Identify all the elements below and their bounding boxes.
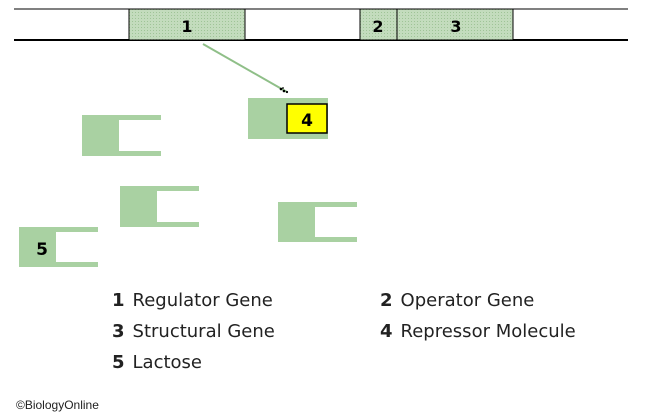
- regulator-gene-segment: 1: [128, 8, 246, 41]
- lactose-molecule: [278, 202, 357, 242]
- arrow-head-icon: [279, 87, 289, 94]
- legend-text: Operator Gene: [400, 290, 535, 311]
- lactose-number: 5: [36, 240, 48, 260]
- legend-item-operator-gene: 2 Operator Gene: [380, 290, 534, 311]
- legend-item-lactose: 5 Lactose: [112, 352, 202, 373]
- lac-operon-diagram: 1 2 3 4 5: [14, 8, 628, 267]
- repressor-label-box: [286, 103, 328, 134]
- structural-gene-segment: 3: [396, 8, 514, 41]
- legend-item-repressor-molecule: 4 Repressor Molecule: [380, 321, 576, 342]
- repressor-number: 4: [301, 111, 313, 131]
- legend-text: Repressor Molecule: [400, 321, 576, 342]
- copyright-notice: ©BiologyOnline: [16, 398, 99, 412]
- repressor-molecule: 4: [248, 98, 328, 139]
- expression-arrow: [202, 43, 288, 93]
- legend-number: 5: [112, 352, 125, 373]
- operator-gene-number: 2: [372, 17, 383, 36]
- structural-gene-number: 3: [450, 17, 461, 36]
- legend-text: Lactose: [132, 352, 203, 373]
- lactose-molecule: [82, 115, 161, 156]
- legend-number: 4: [380, 321, 393, 342]
- lactose-molecule: [120, 186, 199, 227]
- legend-text: Structural Gene: [132, 321, 275, 342]
- legend-number: 3: [112, 321, 125, 342]
- operator-gene-segment: 2: [359, 8, 398, 41]
- regulator-gene-number: 1: [181, 17, 192, 36]
- legend-text: Regulator Gene: [132, 290, 273, 311]
- legend-item-structural-gene: 3 Structural Gene: [112, 321, 275, 342]
- legend-number: 2: [380, 290, 393, 311]
- lactose-molecule-labeled: 5: [19, 227, 98, 267]
- legend-number: 1: [112, 290, 125, 311]
- legend-item-regulator-gene: 1 Regulator Gene: [112, 290, 273, 311]
